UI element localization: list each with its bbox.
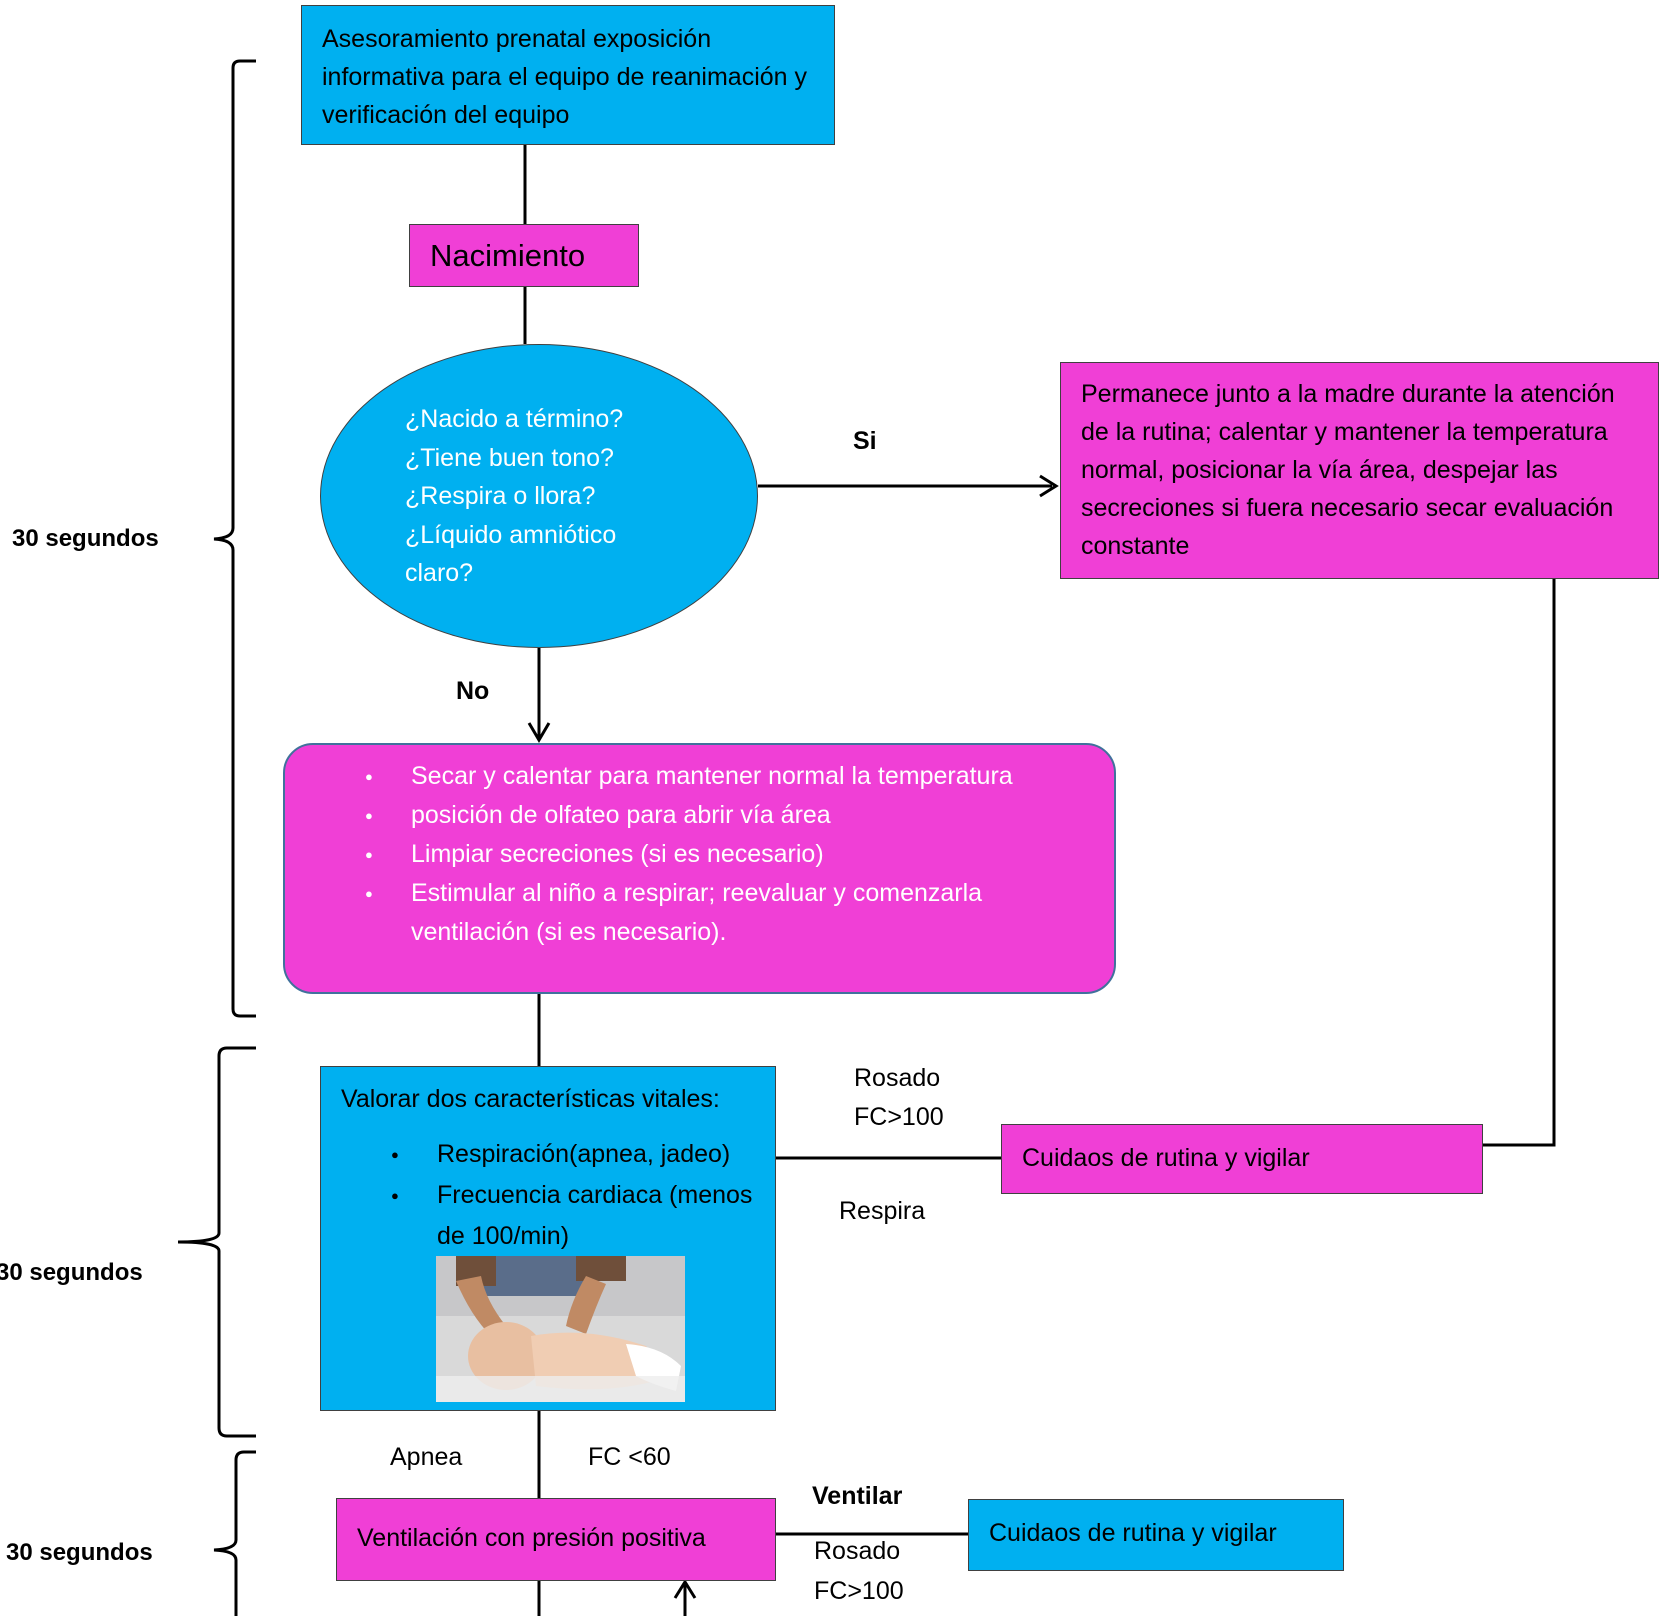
routine-care-1-text: Cuidaos de rutina y vigilar [1022, 1144, 1310, 1172]
assess-item-2: Frecuencia cardiaca (menos de 100/min) [391, 1175, 755, 1257]
initial-step-4-text: Estimular al niño a respirar; reevaluar … [411, 879, 983, 946]
initial-step-3-text: Limpiar secreciones (si es necesario) [411, 840, 824, 868]
hr-under-60-label: FC <60 [588, 1443, 671, 1471]
initial-step-4: Estimular al niño a respirar; reevaluar … [365, 874, 1054, 952]
breathes-label: Respira [839, 1197, 926, 1225]
decision-q5: claro? [405, 559, 474, 587]
arrow-up [673, 1579, 697, 1599]
apnea-label: Apnea [390, 1443, 463, 1471]
assess-item-1-text: Respiración(apnea, jadeo) [437, 1140, 731, 1168]
time-label-1: 30 segundos [12, 525, 159, 552]
initial-step-1-text: Secar y calentar para mantener normal la… [411, 762, 1013, 790]
decision-questions: ¿Nacido a término? ¿Tiene buen tono? ¿Re… [405, 400, 705, 593]
decision-q3: ¿Respira o llora? [405, 482, 596, 510]
prenatal-counseling-text: Asesoramiento prenatal exposición inform… [322, 25, 807, 129]
initial-step-3: Limpiar secreciones (si es necesario) [365, 835, 1054, 874]
routine-care-2-text: Cuidaos de rutina y vigilar [989, 1519, 1277, 1547]
initial-step-1: Secar y calentar para mantener normal la… [365, 757, 1054, 796]
ppv-text: Ventilación con presión positiva [357, 1524, 706, 1552]
photo-illustration [436, 1256, 685, 1402]
hr-over-100-label-2: FC>100 [814, 1577, 904, 1605]
initial-steps-box: Secar y calentar para mantener normal la… [283, 743, 1116, 994]
routine-care-box-2: Cuidaos de rutina y vigilar [968, 1499, 1344, 1571]
initial-step-2: posición de olfateo para abrir vía área [365, 796, 1054, 835]
positive-pressure-ventilation-box: Ventilación con presión positiva [336, 1498, 776, 1581]
brace-3 [213, 1450, 256, 1616]
routine-care-text: Permanece junto a la madre durante la at… [1081, 380, 1615, 560]
assess-item-1: Respiración(apnea, jadeo) [391, 1134, 755, 1175]
assess-vitals-list: Respiración(apnea, jadeo) Frecuencia car… [341, 1134, 755, 1257]
assess-vitals-title: Valorar dos características vitales: [341, 1085, 720, 1113]
hr-over-100-label-1: FC>100 [854, 1103, 944, 1131]
routine-care-box: Permanece junto a la madre durante la at… [1060, 362, 1659, 579]
no-label: No [456, 677, 490, 705]
connector-routine-care [1483, 579, 1556, 1147]
decision-ellipse [320, 344, 758, 648]
initial-steps-list: Secar y calentar para mantener normal la… [365, 757, 1054, 952]
time-label-2: 30 segundos [0, 1259, 143, 1286]
pink-label-2: Rosado [814, 1537, 901, 1565]
prenatal-counseling-box: Asesoramiento prenatal exposición inform… [301, 5, 835, 145]
assess-item-2-text: Frecuencia cardiaca (menos de 100/min) [437, 1181, 753, 1250]
arrow-yes [1039, 474, 1059, 498]
initial-step-2-text: posición de olfateo para abrir vía área [411, 801, 831, 829]
ventilate-label: Ventilar [812, 1482, 903, 1510]
decision-q1: ¿Nacido a término? [405, 405, 624, 433]
birth-box: Nacimiento [409, 224, 639, 287]
infant-resuscitation-photo [436, 1256, 685, 1402]
arrow-no [527, 722, 551, 743]
brace-2 [177, 1046, 256, 1438]
brace-1 [213, 59, 256, 1018]
birth-text: Nacimiento [430, 238, 586, 273]
decision-q2: ¿Tiene buen tono? [405, 443, 614, 472]
yes-label: Si [853, 427, 877, 455]
time-label-3: 30 segundos [6, 1539, 153, 1566]
pink-label-1: Rosado [854, 1064, 941, 1092]
decision-q4: ¿Líquido amniótico [405, 520, 617, 549]
routine-care-box-1: Cuidaos de rutina y vigilar [1001, 1124, 1483, 1194]
